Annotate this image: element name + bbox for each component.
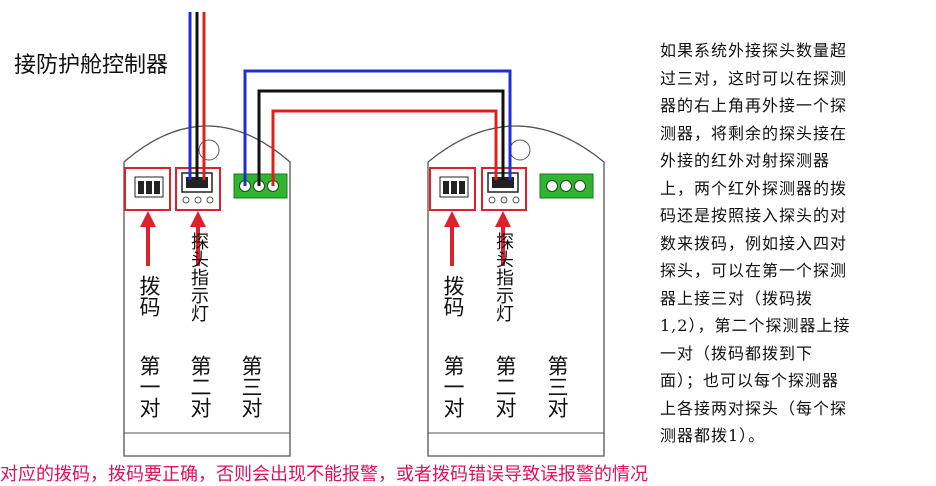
arrow-dip-left-head <box>140 211 156 227</box>
probe-indicator-label: 探头指示灯 <box>493 232 514 322</box>
dip-switch-label: 拨码 <box>441 275 465 317</box>
pair-2-label: 第二对 <box>188 355 212 418</box>
arrow-dip-right-head <box>444 211 460 227</box>
dip-key-3 <box>154 181 160 194</box>
dip-switch-box-right <box>429 167 476 211</box>
arrow-indicator-right-head <box>495 211 511 227</box>
dip-key-3 <box>459 181 465 194</box>
footer-warning-text: 对应的拨码，拨码要正确，否则会出现不能报警，或者拨码错误导致误报警的情况 <box>0 464 648 485</box>
indicator-led-3 <box>512 196 520 204</box>
controller-connection-label: 接防护舱控制器 <box>14 53 169 78</box>
pair-3-label: 第三对 <box>545 355 569 418</box>
indicator-led-1 <box>182 196 190 204</box>
wire-black-cross <box>257 89 505 186</box>
indicator-led-1 <box>488 196 496 204</box>
detector-right <box>427 125 605 457</box>
wire-red-cross <box>271 109 498 186</box>
dip-key-2 <box>451 181 457 194</box>
wire-blue-cross <box>243 69 512 186</box>
dip-key-1 <box>138 181 144 194</box>
probe-connector-pins-right <box>492 177 514 188</box>
pair-1-label: 第一对 <box>137 355 161 418</box>
pair-1-label: 第一对 <box>441 355 465 418</box>
terminal-screw-2 <box>560 180 572 192</box>
indicator-led-2 <box>500 196 508 204</box>
detector-right-outline <box>427 125 605 457</box>
arrow-indicator-left-head <box>190 211 206 227</box>
indicator-led-2 <box>194 196 202 204</box>
pair-2-label: 第二对 <box>493 355 517 418</box>
probe-indicator-label: 探头指示灯 <box>188 232 209 322</box>
dip-key-1 <box>443 181 449 194</box>
mount-hole-left <box>198 139 220 161</box>
terminal-screw-1 <box>546 180 558 192</box>
pair-3-label: 第三对 <box>239 355 263 418</box>
indicator-led-3 <box>206 196 214 204</box>
detector-left-outline <box>123 125 291 457</box>
dip-key-2 <box>146 181 152 194</box>
wires <box>188 12 512 186</box>
dip-switch-box-left <box>124 167 171 211</box>
explanation-note: 如果系统外接探头数量超 过三对，这时可以在探测 器的右上角再外接一个探 测器，将… <box>660 41 851 445</box>
probe-connector-pins-left <box>186 177 208 188</box>
dip-switch-label: 拨码 <box>137 275 161 317</box>
terminal-screw-3 <box>574 180 586 192</box>
